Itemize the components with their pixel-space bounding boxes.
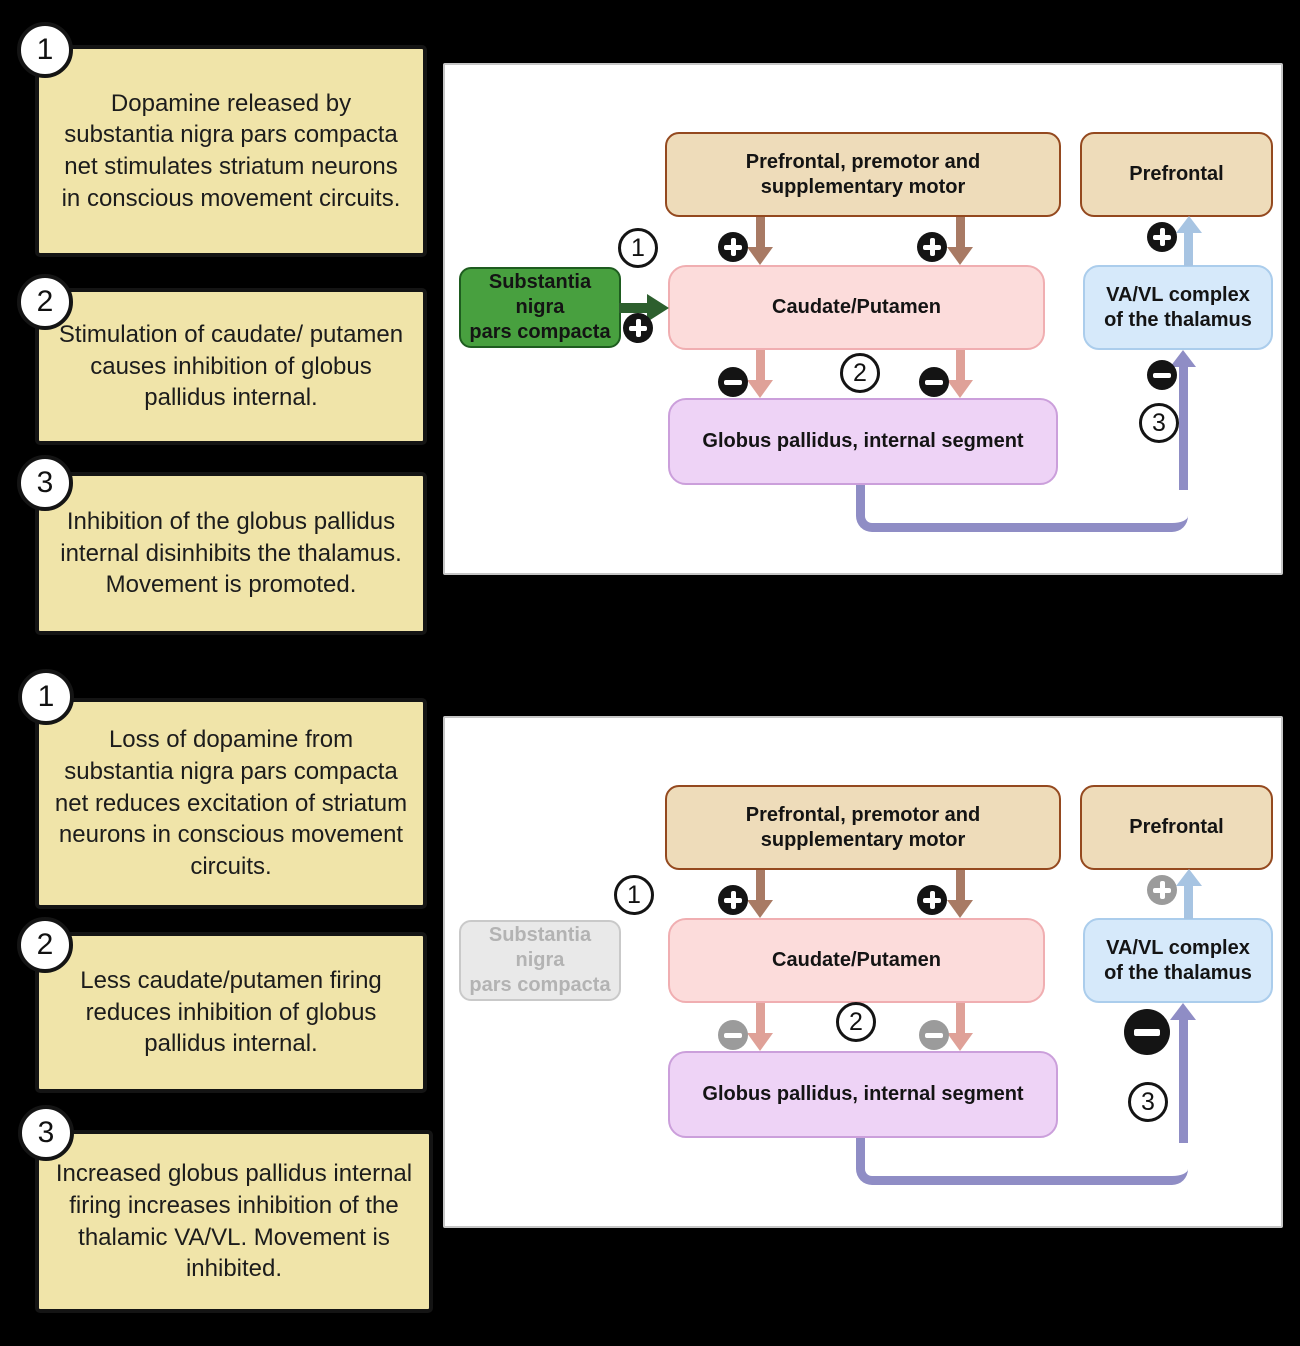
cortex-box: Prefrontal, premotor and supplementary m… [665, 785, 1061, 870]
substantia-nigra-box: Substantia nigra pars compacta [459, 267, 621, 348]
plus-icon [917, 232, 947, 262]
minus-icon [1124, 1009, 1170, 1055]
thalamus-prefrontal-arrow-head [1176, 869, 1202, 886]
thalamus-box: VA/VL complex of the thalamus [1083, 918, 1273, 1003]
minus-bar [724, 1032, 742, 1038]
step-marker-3: 3 [1139, 403, 1179, 443]
caudate-putamen-box: Caudate/Putamen [668, 918, 1045, 1003]
striatum-gpi-arrow-left-head [747, 1033, 773, 1051]
striatum-gpi-arrow-left-head [747, 380, 773, 398]
cortex-striatum-arrow-right-shaft [956, 217, 965, 249]
plus-icon [718, 885, 748, 915]
step-marker-2: 2 [836, 1002, 876, 1042]
plus-icon [917, 885, 947, 915]
thalamus-box: VA/VL complex of the thalamus [1083, 265, 1273, 350]
step-marker-1: 1 [618, 228, 658, 268]
note-box: Loss of dopamine from substantia nigra p… [35, 698, 427, 909]
minus-bar [1153, 372, 1171, 378]
striatum-gpi-arrow-right-shaft [956, 1003, 965, 1035]
prefrontal-box: Prefrontal [1080, 785, 1273, 870]
cortex-box: Prefrontal, premotor and supplementary m… [665, 132, 1061, 217]
note-box: Stimulation of caudate/ putamen causes i… [35, 288, 427, 445]
minus-icon [718, 1020, 748, 1050]
minus-bar [925, 379, 943, 385]
plus-bar-v [1159, 228, 1165, 246]
gpi-thalamus-arrow-head [1170, 350, 1196, 367]
striatum-gpi-arrow-right-shaft [956, 350, 965, 382]
snc-striatum-arrow-shaft [619, 303, 649, 313]
substantia-nigra-box-inactive: Substantia nigra pars compacta [459, 920, 621, 1001]
plus-icon [623, 313, 653, 343]
globus-pallidus-box: Globus pallidus, internal segment [668, 1051, 1058, 1138]
striatum-gpi-arrow-right-head [947, 1033, 973, 1051]
thalamus-prefrontal-arrow-shaft [1184, 883, 1193, 919]
snc-striatum-arrow-head [647, 294, 669, 322]
note-number-badge: 3 [18, 1105, 74, 1161]
gpi-thalamus-arrow-head [1170, 1003, 1196, 1020]
minus-bar [925, 1032, 943, 1038]
minus-icon [919, 1020, 949, 1050]
step-marker-1: 1 [614, 875, 654, 915]
gpi-thalamus-arrow-shaft [1179, 365, 1188, 490]
striatum-gpi-arrow-right-head [947, 380, 973, 398]
plus-bar-v [730, 238, 736, 256]
minus-icon [919, 367, 949, 397]
cortex-striatum-arrow-left-head [747, 247, 773, 265]
minus-bar [724, 379, 742, 385]
step-marker-2: 2 [840, 353, 880, 393]
plus-icon [718, 232, 748, 262]
plus-bar-v [635, 319, 641, 337]
cortex-striatum-arrow-left-shaft [756, 217, 765, 249]
diagram-panel-parkinsons: Prefrontal, premotor and supplementary m… [443, 716, 1283, 1228]
note-number-badge: 2 [17, 917, 73, 973]
plus-icon [1147, 875, 1177, 905]
step-marker-3: 3 [1128, 1082, 1168, 1122]
plus-icon [1147, 222, 1177, 252]
striatum-gpi-arrow-left-shaft [756, 1003, 765, 1035]
cortex-striatum-arrow-right-head [947, 247, 973, 265]
note-number-badge: 1 [18, 669, 74, 725]
minus-bar [1134, 1028, 1160, 1036]
caudate-putamen-box: Caudate/Putamen [668, 265, 1045, 350]
prefrontal-box: Prefrontal [1080, 132, 1273, 217]
note-box: Inhibition of the globus pallidus intern… [35, 472, 427, 635]
plus-bar-v [929, 891, 935, 909]
note-box: Increased globus pallidus internal firin… [35, 1130, 433, 1313]
thalamus-prefrontal-arrow-shaft [1184, 230, 1193, 266]
note-number-badge: 3 [17, 455, 73, 511]
globus-pallidus-box: Globus pallidus, internal segment [668, 398, 1058, 485]
gpi-thalamus-elbow [856, 1138, 1188, 1185]
plus-bar-v [1159, 881, 1165, 899]
cortex-striatum-arrow-left-head [747, 900, 773, 918]
cortex-striatum-arrow-right-shaft [956, 870, 965, 902]
note-number-badge: 2 [17, 274, 73, 330]
note-box: Dopamine released by substantia nigra pa… [35, 45, 427, 257]
minus-icon [1147, 360, 1177, 390]
diagram-panel-normal: Prefrontal, premotor and supplementary m… [443, 63, 1283, 575]
note-box: Less caudate/putamen firing reduces inhi… [35, 932, 427, 1093]
plus-bar-v [730, 891, 736, 909]
note-number-badge: 1 [17, 22, 73, 78]
gpi-thalamus-elbow [856, 485, 1188, 532]
gpi-thalamus-arrow-shaft [1179, 1018, 1188, 1143]
thalamus-prefrontal-arrow-head [1176, 216, 1202, 233]
striatum-gpi-arrow-left-shaft [756, 350, 765, 382]
cortex-striatum-arrow-right-head [947, 900, 973, 918]
plus-bar-v [929, 238, 935, 256]
minus-icon [718, 367, 748, 397]
cortex-striatum-arrow-left-shaft [756, 870, 765, 902]
